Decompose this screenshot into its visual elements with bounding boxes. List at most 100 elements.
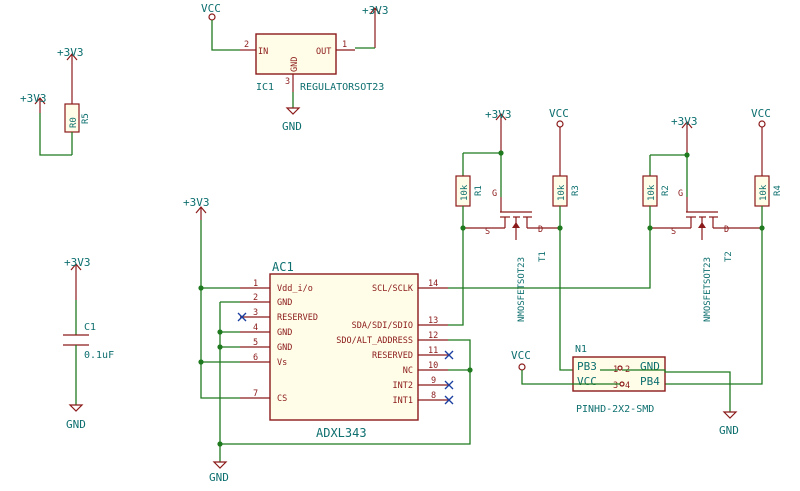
ic1-body <box>255 33 337 75</box>
v33-label: +3V3 <box>362 4 389 17</box>
ic1-regulator: VCC +3V3 IN 2 OUT 1 GND 3 GND IC1 REGULA… <box>201 2 389 133</box>
ic1-pin-out-num: 1 <box>342 40 347 50</box>
vcc-label: VCC <box>201 2 221 15</box>
ac1-pin-num: 6 <box>253 353 258 363</box>
ac1-pin-name: GND <box>277 343 292 353</box>
ac1-pin-num: 11 <box>428 346 438 356</box>
r5-resistor: +3V3 +3V3 R0 R5 <box>20 46 91 156</box>
v33-label: +3V3 <box>485 108 512 121</box>
r4-value: 10k <box>759 184 769 201</box>
vcc-label: VCC <box>511 349 531 362</box>
ic1-ref: IC1 <box>256 82 274 93</box>
t2-ref: T2 <box>724 251 734 262</box>
gnd-label: GND <box>66 418 86 431</box>
gnd-symbol <box>285 107 301 115</box>
ac1-pin-num: 5 <box>253 338 258 348</box>
vcc-label: VCC <box>549 107 569 120</box>
ac1-pin-name: SDO/ALT_ADDRESS <box>336 336 413 346</box>
r1-value: 10k <box>460 184 470 201</box>
ac1-body <box>269 273 419 421</box>
n1-vcc: VCC <box>577 375 597 388</box>
t2-value: NMOSFETSOT23 <box>703 257 713 322</box>
ac1-pin-num: 13 <box>428 316 438 326</box>
n1-gnd: GND <box>640 360 660 373</box>
ac1-pin-num: 12 <box>428 331 438 341</box>
ac1-pin-name: Vs <box>277 358 287 368</box>
n1-connector: N1 PINHD-2X2-SMD PB3 VCC GND PB4 1 2 3 4… <box>511 344 739 437</box>
t1-ref: T1 <box>538 251 548 262</box>
v33-label: +3V3 <box>57 46 84 59</box>
ac1-ref: AC1 <box>272 260 294 274</box>
r3-ref: R3 <box>571 185 581 196</box>
v33-label: +3V3 <box>20 92 47 105</box>
t2-pin-s: S <box>671 227 676 237</box>
n1-pb3: PB3 <box>577 360 597 373</box>
ac1-pin-num: 10 <box>428 361 438 371</box>
ac1-pin-name: CS <box>277 394 287 404</box>
r1-ref: R1 <box>474 185 484 196</box>
no-connect-markers <box>237 312 454 405</box>
r3-value: 10k <box>557 184 567 201</box>
c1-capacitor: +3V3 GND C1 0.1uF <box>63 256 114 431</box>
ac1-pin-name: RESERVED <box>277 313 318 323</box>
r5-ref: R5 <box>81 113 91 124</box>
ic1-pin-in-num: 2 <box>244 40 249 50</box>
ac1-pin-name: NC <box>403 366 413 376</box>
gnd-symbol <box>212 461 228 469</box>
ac1-right-pins: 14 13 12 11 10 9 8 SCL/SCLK SDA/SDI/SDIO… <box>336 279 448 406</box>
t1-pin-g: G <box>492 189 497 199</box>
ac1-pin-name: GND <box>277 328 292 338</box>
n1-pb4: PB4 <box>640 375 660 388</box>
t1-value: NMOSFETSOT23 <box>517 257 527 322</box>
n1-pin-num: 3 <box>613 381 618 391</box>
ac1-pin-name: INT1 <box>393 396 413 406</box>
ac1-pin-name: GND <box>277 298 292 308</box>
v33-label: +3V3 <box>183 196 210 209</box>
t2-pin-g: G <box>678 189 683 199</box>
ac1-pin-num: 4 <box>253 323 258 333</box>
r2-ref: R2 <box>661 185 671 196</box>
ac1-pin-num: 7 <box>253 389 258 399</box>
c1-value: 0.1uF <box>84 350 114 361</box>
ac1-pin-name: SDA/SDI/SDIO <box>352 321 413 331</box>
n1-pin-num: 4 <box>625 381 630 391</box>
ac1-pin-name: INT2 <box>393 381 413 391</box>
t1-pin-s: S <box>485 227 490 237</box>
ic1-pin-gnd-name: GND <box>290 57 300 72</box>
ac1-pin-num: 9 <box>431 376 436 386</box>
ac1-pin-num: 3 <box>253 308 258 318</box>
ic1-value: REGULATORSOT23 <box>300 82 384 93</box>
ac1-pin-num: 1 <box>253 279 258 289</box>
v33-label: +3V3 <box>671 115 698 128</box>
ac1-pin-name: Vdd_i/o <box>277 284 313 294</box>
gnd-label: GND <box>209 471 229 484</box>
t1-level-shifter: +3V3 10k R1 VCC 10k R3 G S D NMOSFETSOT2… <box>448 107 600 371</box>
c1-ref: C1 <box>84 322 96 333</box>
r2-value: 10k <box>647 184 657 201</box>
v33-label: +3V3 <box>64 256 91 269</box>
t2-pin-d: D <box>724 225 729 235</box>
ic1-pin-gnd-num: 3 <box>285 77 290 87</box>
t1-pin-d: D <box>538 225 543 235</box>
n1-body <box>572 356 666 392</box>
n1-value: PINHD-2X2-SMD <box>576 404 654 415</box>
ac1-pin-num: 2 <box>253 293 258 303</box>
ac1-accelerometer: +3V3 GND AC1 ADXL343 1 2 3 <box>183 196 473 484</box>
ic1-pin-out-name: OUT <box>316 47 331 57</box>
r4-ref: R4 <box>773 185 783 196</box>
ac1-pin-num: 8 <box>431 391 436 401</box>
ac1-pin-num: 14 <box>428 279 438 289</box>
t2-level-shifter: +3V3 10k R2 VCC 10k R4 G S D NMOSFETSOT2… <box>448 107 783 385</box>
gnd-symbol <box>722 411 738 419</box>
ac1-value: ADXL343 <box>316 426 367 440</box>
ic1-pin-in-name: IN <box>258 47 268 57</box>
gnd-label: GND <box>719 424 739 437</box>
r5-value: R0 <box>69 117 79 128</box>
ac1-left-pins: 1 2 3 4 5 6 7 Vdd_i/o GND RESERVED GND G… <box>240 279 318 404</box>
n1-ref: N1 <box>575 344 587 355</box>
ac1-pin-name: SCL/SCLK <box>372 284 414 294</box>
vcc-label: VCC <box>751 107 771 120</box>
ac1-pin-name: RESERVED <box>372 351 413 361</box>
gnd-label: GND <box>282 120 302 133</box>
